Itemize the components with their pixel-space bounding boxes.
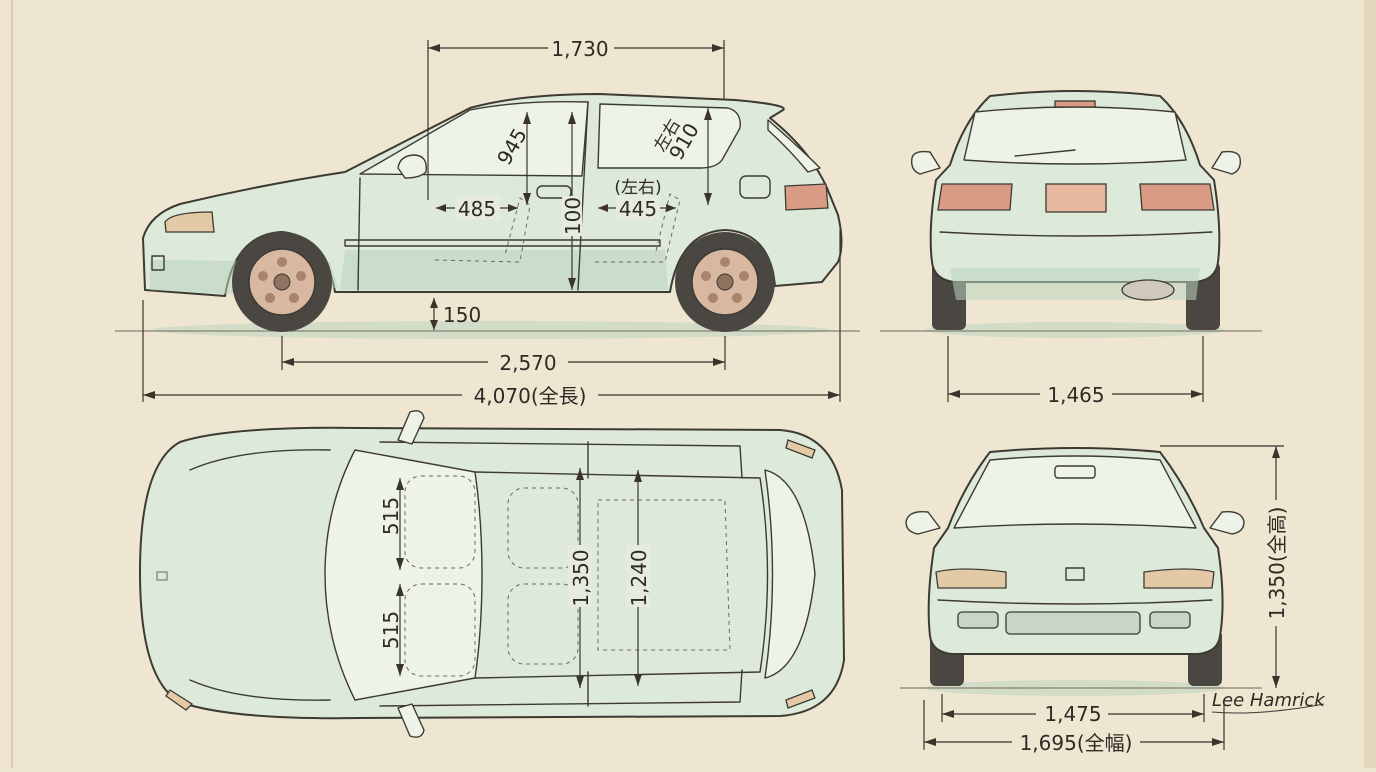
rear-brake-light (1054, 100, 1096, 108)
top-upper-mirror (397, 410, 425, 445)
rear-exhaust (1121, 279, 1175, 301)
top-windshield (324, 449, 483, 701)
top-front-seat-2 (404, 583, 476, 677)
dim-front-cabin-width (568, 468, 592, 688)
dim-rear-track (947, 336, 1204, 408)
front-windshield (953, 455, 1197, 529)
top-rear-seat (597, 499, 731, 651)
rear-left-taillight (937, 183, 1013, 211)
label-rear-seat-note: (左右) (614, 178, 661, 198)
rear-wheel (675, 232, 775, 332)
label-roof-length: 1,730 (551, 37, 608, 61)
dim-top-seat-1 (396, 478, 404, 570)
label-rear-track: 1,465 (1047, 383, 1104, 407)
front-grille (1005, 611, 1141, 635)
rear-bumper-line (939, 231, 1213, 237)
dim-top-seat-2 (396, 584, 404, 676)
top-view: 515 515 1,350 1,240 (139, 410, 845, 738)
label-rear-seat-width: 445 (619, 197, 657, 221)
label-wheelbase: 2,570 (499, 351, 556, 375)
front-wheel (232, 232, 332, 332)
label-front-seat-width: 485 (458, 197, 496, 221)
front-right-vent (1149, 611, 1191, 629)
top-upper-rear-light (785, 439, 816, 459)
front-view-left-mirror (905, 511, 941, 535)
label-top-seat-1: 515 (379, 497, 403, 535)
side-view: 1,730 945 左右 910 485 100 (左右) (115, 36, 860, 408)
top-roof (474, 471, 769, 679)
side-marker (151, 255, 165, 271)
rear-right-taillight (1139, 183, 1215, 211)
dim-rear-seat-width (598, 196, 676, 220)
dim-roof-length (427, 36, 725, 200)
rear-view: 1,465 (880, 90, 1262, 408)
top-emblem (156, 571, 168, 581)
label-rear-cabin-width: 1,240 (627, 549, 651, 606)
front-view-right-mirror (1209, 511, 1245, 535)
dim-rear-cabin-width (626, 470, 650, 686)
front-seat-outline (434, 197, 531, 263)
dim-center-height (562, 112, 582, 290)
b-pillar (577, 101, 589, 291)
rear-license-plate (1045, 183, 1107, 213)
front-bumper-line (937, 599, 1213, 605)
front-left-headlight (935, 568, 1007, 589)
rear-quarter-window (767, 119, 821, 173)
dim-overall-length (142, 230, 841, 408)
top-front-seat-4 (507, 583, 579, 665)
fuel-door (739, 175, 771, 199)
rear-view-mirror (1054, 465, 1096, 479)
label-top-seat-2: 515 (379, 611, 403, 649)
side-taillight (784, 183, 829, 211)
front-view: 1,350(全高) 1,475 1,695(全幅) (900, 445, 1290, 755)
artist-signature: Lee Hamrick (1211, 690, 1326, 714)
dim-front-headroom (523, 112, 531, 205)
side-ground-shadow (150, 321, 830, 339)
top-hood-line-lower (189, 679, 331, 701)
rear-view-left-mirror (910, 150, 941, 175)
top-hood-line-upper (189, 449, 331, 471)
rear-wiper (1014, 149, 1076, 157)
front-emblem (1065, 567, 1085, 581)
side-headlight (164, 211, 215, 233)
signature-text: Lee Hamrick (1212, 690, 1326, 711)
door-handle (536, 185, 572, 199)
side-mirror (397, 154, 427, 179)
door-front-edge (357, 177, 361, 291)
top-upper-door-line (379, 441, 743, 479)
top-front-seat-1 (404, 475, 476, 569)
top-lower-rear-light (785, 689, 816, 709)
label-overall-height: 1,350(全高) (1265, 507, 1289, 620)
top-front-seat-3 (507, 487, 579, 569)
side-door-shade (340, 250, 668, 290)
top-lower-mirror (397, 703, 425, 738)
label-front-cabin-width: 1,350 (569, 549, 593, 606)
side-molding (344, 239, 661, 247)
top-lower-door-line (379, 669, 743, 707)
front-left-vent (957, 611, 999, 629)
rear-view-right-mirror (1211, 150, 1242, 175)
dim-ground-clearance (430, 298, 438, 330)
top-lower-front-light (165, 689, 194, 711)
rear-ground-shadow (925, 322, 1225, 338)
dim-overall-width (923, 700, 1225, 755)
dim-overall-height (1160, 445, 1290, 688)
top-body (139, 426, 845, 720)
top-rear-window (764, 469, 816, 679)
dim-front-seat-width (436, 196, 518, 220)
label-overall-width: 1,695(全幅) (1020, 731, 1133, 755)
dim-rear-headroom (704, 108, 712, 205)
label-overall-length: 4,070(全長) (474, 384, 587, 408)
dim-front-track (941, 694, 1205, 726)
front-right-headlight (1143, 568, 1215, 589)
paper-edge (1364, 0, 1376, 768)
label-front-track: 1,475 (1044, 702, 1101, 726)
label-center-height: 100 (561, 197, 585, 235)
dim-wheelbase (281, 336, 726, 375)
label-ground-clearance: 150 (443, 303, 481, 327)
rear-windshield (963, 106, 1187, 165)
